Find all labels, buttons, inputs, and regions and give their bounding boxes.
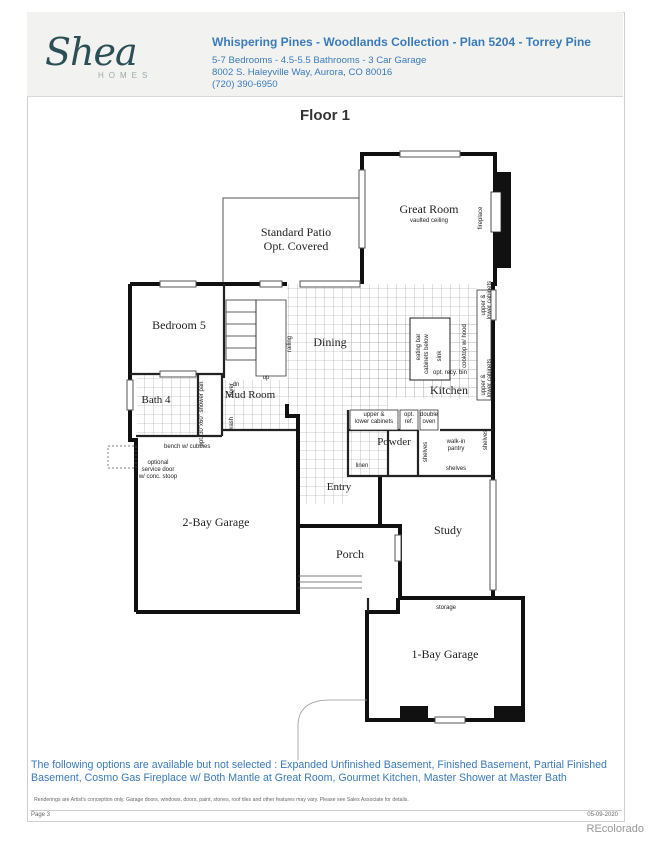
- mudroom-label: Mud Room: [225, 389, 276, 401]
- entry-tile-floor: [296, 396, 348, 504]
- recolorado-watermark: REcolorado: [586, 823, 644, 835]
- dryer-note: dryer: [229, 383, 235, 397]
- storage-note: storage: [436, 605, 457, 611]
- entry-label: Entry: [327, 481, 352, 493]
- plan-title: Whispering Pines - Woodlands Collection …: [212, 35, 591, 49]
- plan-specs: 5-7 Bedrooms - 4.5-5.5 Bathrooms - 3 Car…: [212, 55, 427, 66]
- patio-label-2: Opt. Covered: [264, 239, 329, 253]
- fireplace-note: fireplace: [478, 206, 484, 229]
- floor-title: Floor 1: [299, 107, 350, 124]
- bedroom5-label: Bedroom 5: [152, 318, 206, 332]
- garage2-label: 2-Bay Garage: [183, 515, 250, 529]
- stairs: [225, 299, 287, 377]
- service-note-1: optional: [147, 460, 168, 466]
- cabinet-note-1: upper &: [363, 412, 384, 418]
- railing-note: railing: [287, 336, 293, 352]
- fireplace-hearth: [490, 191, 502, 233]
- shea-homes-logo: Shea HOMES: [45, 30, 175, 86]
- shelves-note-2: shelves: [423, 442, 429, 462]
- print-date: 05-09-2020: [587, 812, 618, 818]
- opt-ref-note-1: opt.: [404, 412, 414, 418]
- upper-lower-cabinets: [349, 409, 399, 431]
- logo-subtitle: HOMES: [98, 71, 153, 80]
- windows: [126, 150, 497, 724]
- vaulted-note: vaulted ceiling: [410, 218, 448, 224]
- eating-bar-note: eating bar: [416, 334, 422, 361]
- up-note: up: [263, 375, 270, 381]
- double-oven: [419, 409, 439, 431]
- upper-right-note-2: lower cabinets: [487, 281, 493, 319]
- kitchen-label: Kitchen: [430, 383, 468, 397]
- porch-steps: [298, 575, 362, 589]
- oven-note-1: double: [420, 412, 439, 418]
- recycle-note: opt. recy. bin: [433, 370, 467, 376]
- linen-note: linen: [356, 463, 369, 469]
- dn-note: dn: [233, 382, 240, 388]
- upper-right-note-1: upper &: [481, 294, 487, 315]
- shelves-note-3: shelves: [483, 430, 489, 450]
- sink-note: sink: [437, 350, 443, 362]
- cabinets-below-note: cabinets below: [424, 333, 430, 373]
- kitchen-island: [409, 317, 451, 381]
- service-note-3: w/ conc. stoop: [138, 474, 178, 480]
- cooktop-note: cooktop w/ hood: [462, 324, 468, 368]
- porch-label: Porch: [336, 547, 364, 561]
- shower-note: opt. 30"x60" shower pan: [199, 382, 205, 447]
- logo-script: Shea: [45, 30, 138, 74]
- garage1-label: 1-Bay Garage: [412, 647, 479, 661]
- service-note-2: service door: [142, 467, 175, 473]
- patio-label-1: Standard Patio: [261, 225, 331, 239]
- plan-address: 8002 S. Haleyville Way, Aurora, CO 80016: [212, 67, 393, 78]
- pantry-note-2: pantry: [448, 446, 465, 452]
- floor-plan: Great Room vaulted ceiling fireplace Sta…: [107, 150, 525, 760]
- bath4-tile-floor: [137, 374, 197, 434]
- opt-ref-note-2: ref.: [405, 419, 414, 425]
- great-room-label: Great Room: [400, 202, 460, 216]
- disclaimer: Renderings are Artist's conception only.…: [34, 797, 409, 803]
- mudroom-tile-floor: [222, 380, 296, 430]
- bench-note: bench w/ cubbies: [164, 444, 210, 450]
- bath4-label: Bath 4: [141, 394, 171, 406]
- study-label: Study: [434, 523, 462, 537]
- kitchen-counter: [476, 289, 492, 401]
- upper-left-note-1: upper &: [481, 374, 487, 395]
- shelves-note-1: shelves: [446, 466, 466, 472]
- upper-left-note-2: lower cabinets: [487, 359, 493, 397]
- washer-note: wash: [229, 417, 235, 432]
- options-note: The following options are available but …: [31, 759, 607, 784]
- pantry-note-1: walk-in: [446, 439, 466, 445]
- powder-label: Powder: [377, 436, 411, 448]
- footer-divider: [30, 810, 622, 811]
- opt-ref: [399, 409, 419, 431]
- plan-phone: (720) 390-6950: [212, 79, 278, 90]
- oven-note-2: oven: [422, 419, 435, 425]
- walkway: [297, 699, 367, 760]
- dining-label: Dining: [313, 335, 346, 349]
- garage-details: [400, 706, 522, 720]
- hall-tile-floor: [348, 396, 388, 476]
- cabinet-note-2: lower cabinets: [355, 419, 393, 425]
- page-number: Page 3: [31, 812, 51, 818]
- optional-service-door: [107, 445, 137, 469]
- brochure-header: [27, 12, 623, 97]
